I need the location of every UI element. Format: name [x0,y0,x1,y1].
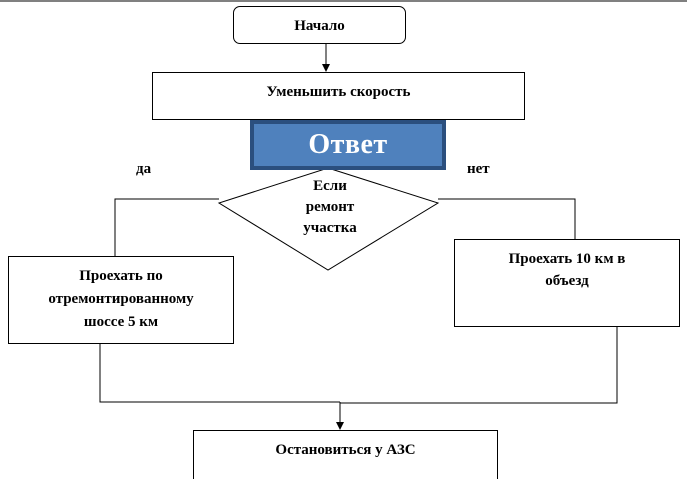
connector-yes-merge [99,344,340,403]
connector-yes-branch [114,198,219,256]
decision-label: Если ремонт участка [268,176,392,239]
stop-at-gas-station-process: Остановиться у АЗС [193,430,498,479]
detour-process: Проехать 10 км в объезд [454,239,680,327]
stop-label: Остановиться у АЗС [275,442,416,458]
repaired-road-line: Проехать по [79,268,163,284]
decision-line: Если [313,178,347,194]
decision-line: участка [303,220,357,236]
repaired-road-process: Проехать по отремонтированному шоссе 5 к… [8,256,234,344]
reduce-speed-process: Уменьшить скорость [152,72,525,120]
connector-no-branch [438,198,576,239]
reduce-speed-label: Уменьшить скорость [266,84,411,100]
detour-line: Проехать 10 км в [508,251,626,267]
start-label: Начало [294,18,345,34]
start-terminal: Начало [233,6,406,44]
detour-line: объезд [545,273,589,289]
connector-no-merge [340,327,618,404]
decision-line: ремонт [305,199,355,215]
repaired-road-line: шоссе 5 км [83,314,159,330]
answer-banner: Ответ [250,120,446,170]
branch-no-label: нет [467,161,490,177]
branch-yes-label: да [136,161,152,177]
decision-diamond [217,167,440,271]
repaired-road-line: отремонтированному [48,291,194,307]
